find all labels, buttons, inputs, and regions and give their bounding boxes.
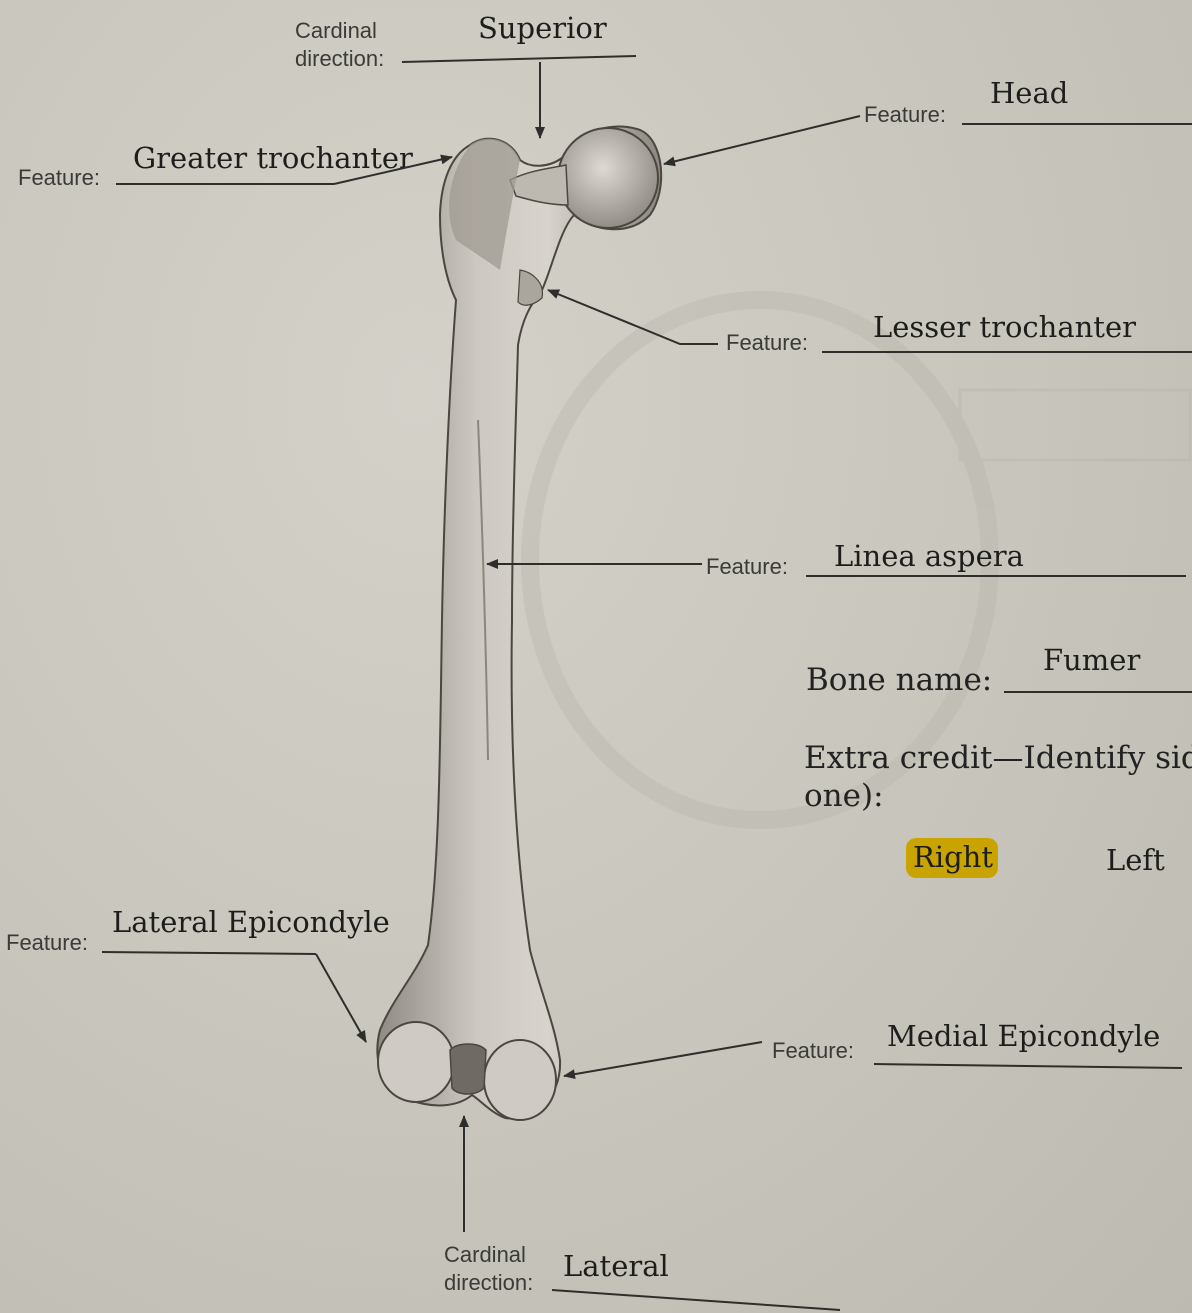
extra-credit-line2: one):	[804, 778, 884, 814]
lateral-epicondyle-label: Feature:	[6, 930, 88, 955]
feature-linea-aspera: Feature: Linea aspera	[487, 539, 1186, 579]
cardinal-bottom-answer: Lateral	[563, 1249, 669, 1283]
lesser-trochanter-answer: Lesser trochanter	[873, 310, 1136, 344]
linea-aspera-label: Feature:	[706, 554, 788, 579]
femur-bone	[377, 126, 661, 1120]
cardinal-bottom-answer-line	[552, 1290, 840, 1310]
lateral-epicondyle-answer-line	[102, 952, 316, 954]
greater-trochanter-answer: Greater trochanter	[133, 141, 413, 175]
side-option-left[interactable]: Left	[1106, 843, 1165, 877]
bone-name-label: Bone name:	[806, 662, 992, 698]
linea-aspera-answer: Linea aspera	[834, 539, 1024, 573]
cardinal-top-answer-line	[402, 56, 636, 62]
bone-name-answer: Fumer	[1043, 643, 1140, 677]
medial-epicondyle-label: Feature:	[772, 1038, 854, 1063]
medial-epicondyle-arrow	[564, 1042, 762, 1076]
bone-name-group: Bone name: Fumer	[806, 643, 1192, 698]
extra-credit-line1: Extra credit—Identify side	[804, 740, 1192, 776]
lateral-epicondyle-arrow	[316, 954, 366, 1042]
side-option-right[interactable]: Right	[913, 840, 993, 874]
head-arrow	[664, 116, 860, 164]
cardinal-bottom-label-line1: Cardinal	[444, 1242, 526, 1267]
medial-epicondyle-answer: Medial Epicondyle	[887, 1019, 1160, 1053]
cardinal-direction-bottom: Cardinal direction: Lateral	[444, 1116, 840, 1310]
medial-condyle	[484, 1040, 556, 1120]
greater-trochanter-label: Feature:	[18, 165, 100, 190]
lateral-condyle	[378, 1022, 454, 1102]
lesser-trochanter-label: Feature:	[726, 330, 808, 355]
feature-medial-epicondyle: Feature: Medial Epicondyle	[564, 1019, 1182, 1076]
medial-epicondyle-answer-line	[874, 1064, 1182, 1068]
lateral-epicondyle-answer: Lateral Epicondyle	[112, 905, 390, 939]
femur-head	[558, 128, 658, 228]
head-answer: Head	[990, 76, 1068, 110]
head-label: Feature:	[864, 102, 946, 127]
intercondylar-fossa	[450, 1044, 486, 1094]
extra-credit-group: Extra credit—Identify side one): Right L…	[804, 740, 1192, 878]
feature-lateral-epicondyle: Feature: Lateral Epicondyle	[6, 905, 390, 1042]
cardinal-bottom-label-line2: direction:	[444, 1270, 533, 1295]
cardinal-top-answer: Superior	[478, 11, 607, 45]
cardinal-top-label-line1: Cardinal	[295, 18, 377, 43]
feature-greater-trochanter: Feature: Greater trochanter	[18, 141, 452, 190]
cardinal-top-label-line2: direction:	[295, 46, 384, 71]
cardinal-direction-top: Cardinal direction: Superior	[295, 11, 636, 138]
feature-head: Feature: Head	[664, 76, 1192, 164]
